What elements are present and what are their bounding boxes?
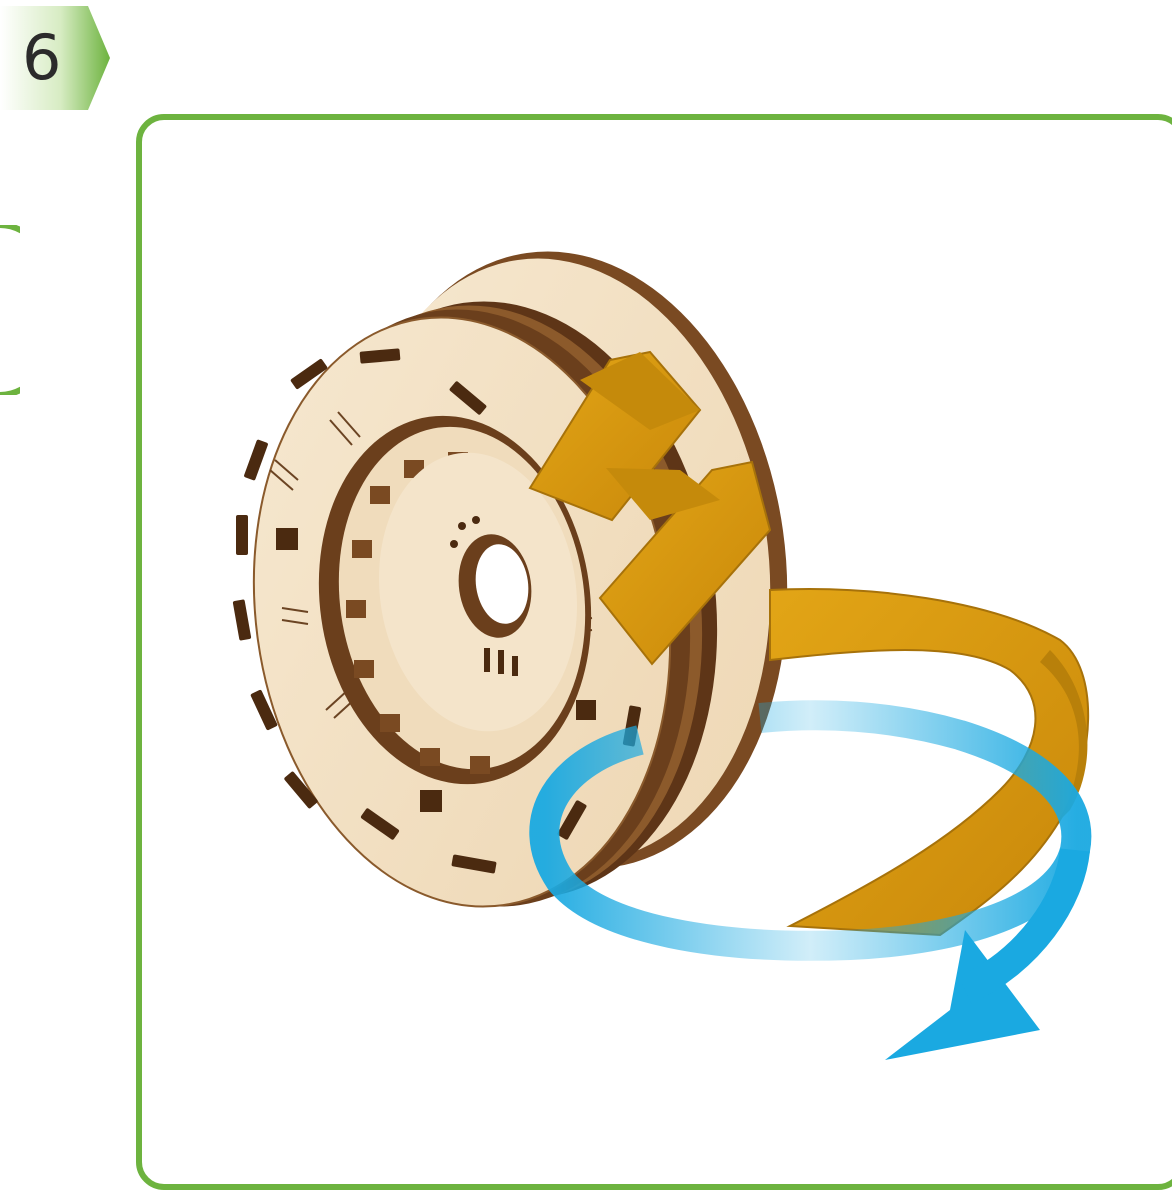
instruction-page: 6 bbox=[0, 0, 1172, 1198]
assembly-illustration bbox=[0, 0, 1172, 1198]
